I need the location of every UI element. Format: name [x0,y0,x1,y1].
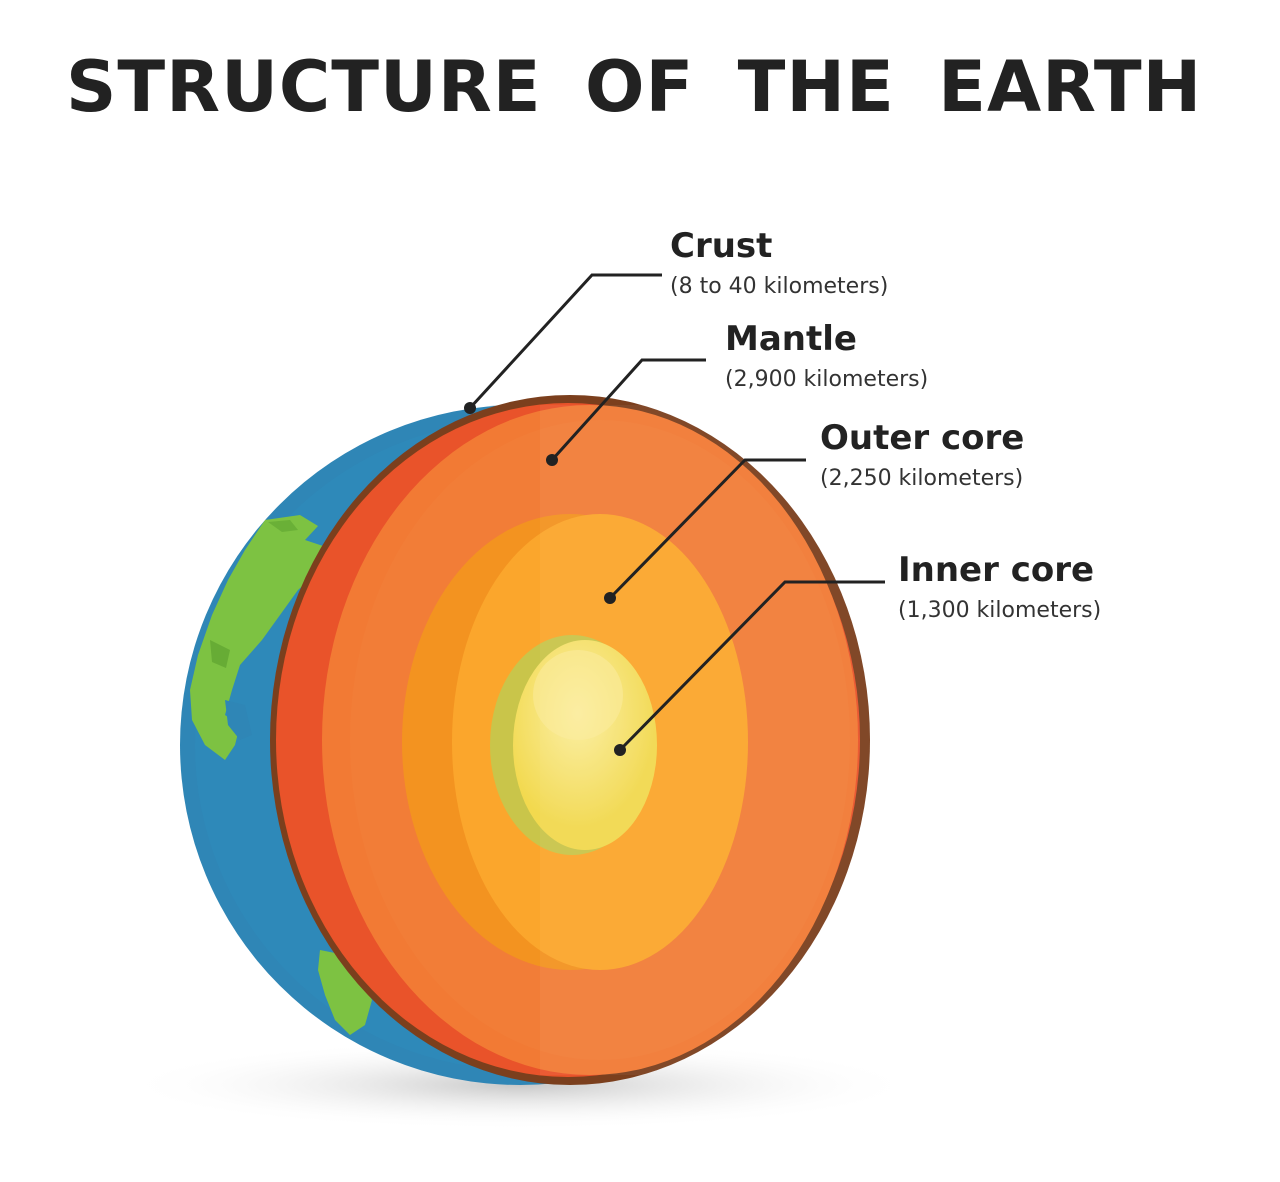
layer-labels: Crust (8 to 40 kilometers) Mantle (2,900… [670,226,1101,623]
inner-core-detail: (1,300 kilometers) [898,598,1101,623]
cross-section [270,395,870,1085]
inner-core-leader-line [618,580,885,752]
crust-leader-line [468,273,662,410]
mantle-detail: (2,900 kilometers) [725,367,928,392]
crust-detail: (8 to 40 kilometers) [670,274,888,299]
inner-core-label: Inner core [898,550,1094,590]
outer-core-detail: (2,250 kilometers) [820,466,1023,491]
crust-label: Crust [670,226,772,266]
mantle-dot [546,454,558,466]
continent-south-america [318,950,372,1035]
leader-dots [464,402,626,756]
outer-core-leader-line [608,458,806,600]
continent-americas [190,515,335,760]
page-title: STRUCTURE OF THE EARTH [66,46,1203,128]
crust-dot [464,402,476,414]
mantle-leader-line [550,358,706,462]
mantle-label: Mantle [725,319,857,359]
outer-core-label: Outer core [820,418,1024,458]
leader-lines [468,273,885,752]
outer-core-dot [604,592,616,604]
inner-core-dot [614,744,626,756]
